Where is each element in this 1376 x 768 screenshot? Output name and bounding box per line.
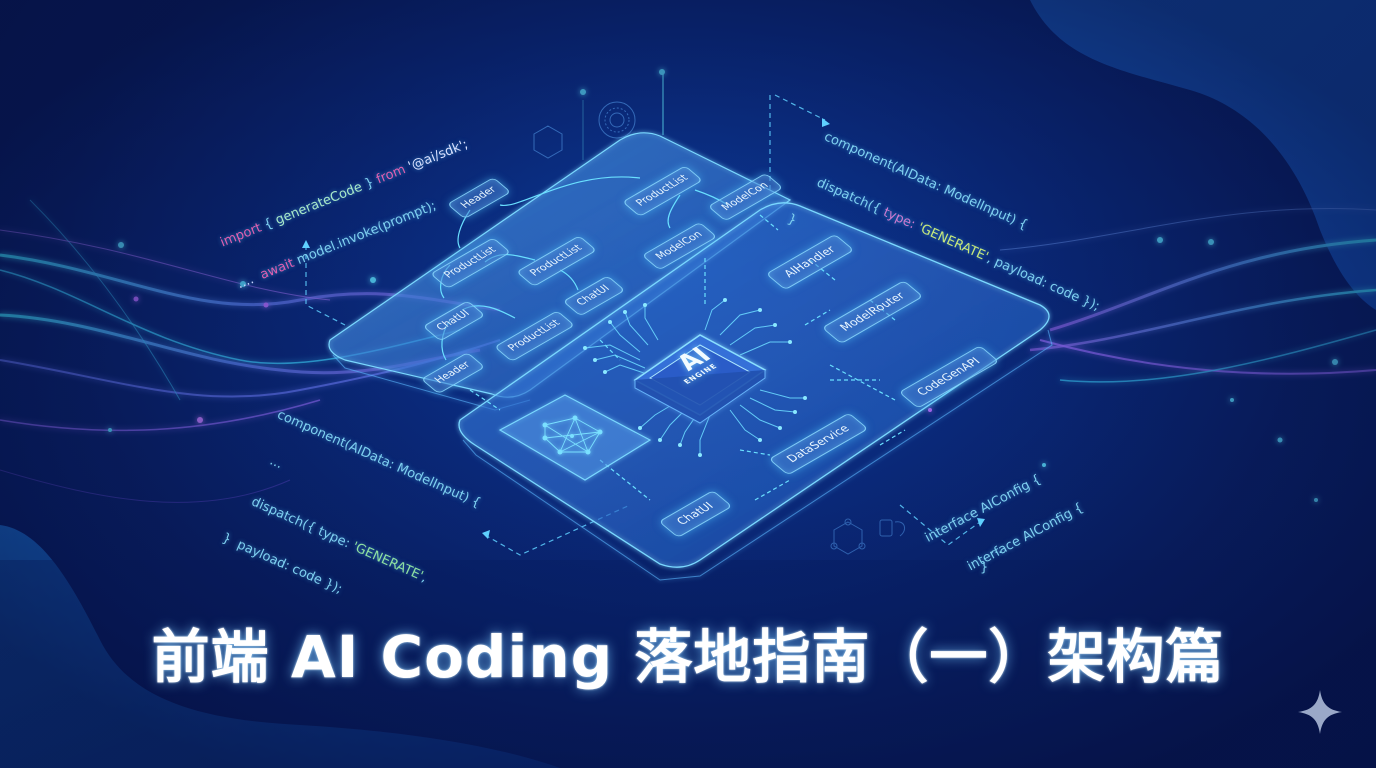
hexagon-icon (533, 125, 563, 159)
page-title: 前端 AI Coding 落地指南（一）架构篇 (151, 623, 1225, 691)
ai-chip (633, 334, 767, 424)
code-snippet-bottom-right-ellipsis: ... (990, 542, 1003, 557)
sparkle-icon (1298, 690, 1342, 734)
gear-circuit-icon (598, 101, 636, 139)
code-snippet-bottom-right-brace: } (980, 560, 989, 575)
neural-network-icon (498, 394, 652, 481)
molecule-icon (830, 518, 866, 555)
document-icon (879, 519, 906, 537)
